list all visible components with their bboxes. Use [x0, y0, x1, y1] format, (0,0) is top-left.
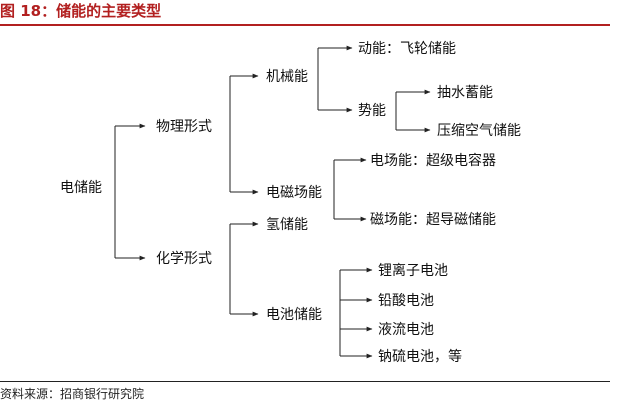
- title-rule: [0, 24, 610, 26]
- node-pumped-hydro: 抽水蓄能: [437, 85, 493, 101]
- node-flow: 液流电池: [378, 322, 434, 338]
- node-electromagnetic: 电磁场能: [266, 185, 322, 201]
- node-compressed-air: 压缩空气储能: [437, 123, 521, 139]
- node-electric-field: 电场能：超级电容器: [370, 152, 496, 169]
- node-chemical: 化学形式: [156, 251, 212, 267]
- node-physical: 物理形式: [156, 119, 212, 135]
- node-hydrogen: 氢储能: [266, 217, 308, 233]
- node-lithium: 锂离子电池: [378, 262, 448, 279]
- node-lead-acid: 铅酸电池: [378, 293, 434, 309]
- node-battery: 电池储能: [266, 307, 322, 323]
- node-magnetic-field: 磁场能：超导磁储能: [370, 212, 496, 228]
- source-note: 资料来源：招商银行研究院: [0, 387, 145, 401]
- node-root: 电储能: [60, 180, 102, 196]
- source-rule: [0, 381, 610, 382]
- node-mechanical: 机械能: [266, 69, 308, 85]
- storage-type-tree: 电储能 物理形式 化学形式 机械能 电磁场能 氢储能 电池储能 动能：飞轮储能 …: [60, 41, 521, 365]
- node-potential: 势能: [358, 103, 386, 119]
- node-sodium-sulfur: 钠硫电池，等: [378, 348, 462, 365]
- node-flywheel: 动能：飞轮储能: [358, 41, 456, 57]
- figure-title: 图 18：储能的主要类型: [0, 2, 162, 20]
